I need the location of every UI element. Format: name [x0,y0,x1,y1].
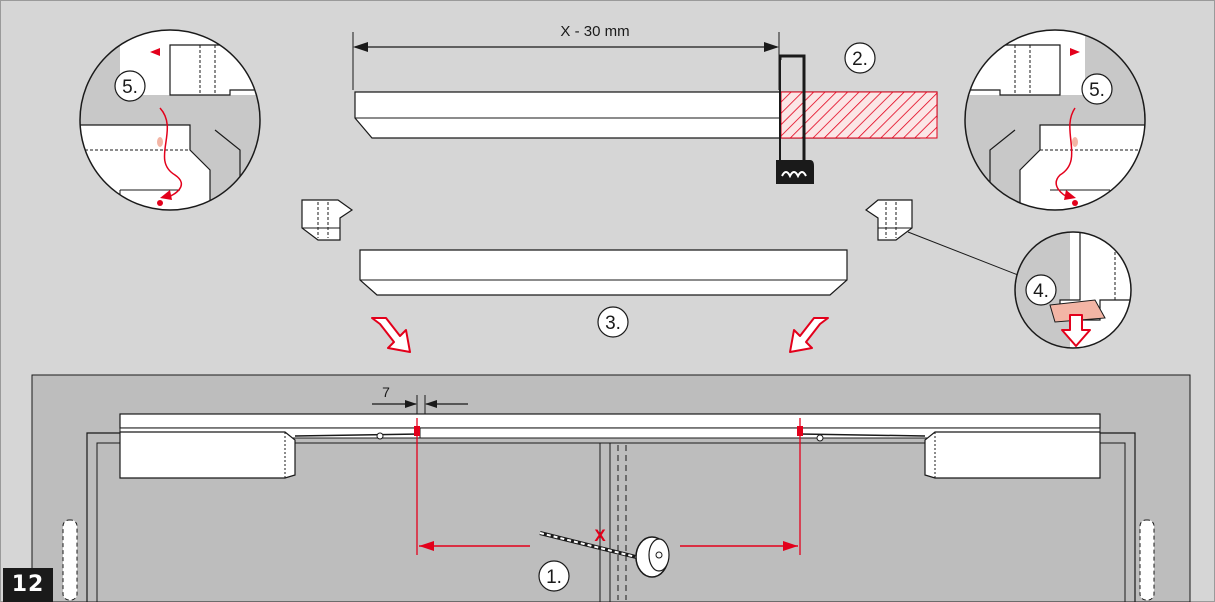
measure-x-label: X [594,526,606,545]
step-3-marker: 3. [597,306,629,338]
hinge-left [62,519,78,601]
gap-label: 7 [382,384,390,400]
detail-4-leader [907,231,1019,276]
svg-text:1.: 1. [546,567,562,588]
figure-number-badge: 12 [3,568,53,602]
detail-4: 4. [1014,231,1132,349]
cut-dimension: X - 30 mm [352,21,780,90]
end-cap-left [301,199,354,241]
cut-length-label: X - 30 mm [560,23,629,40]
end-cap-right [864,199,913,241]
svg-text:5.: 5. [122,77,138,98]
step-2-marker: 2. [844,42,876,74]
svg-text:5.: 5. [1089,80,1105,101]
svg-text:4.: 4. [1033,281,1049,302]
hinge-right [1139,519,1155,601]
cover-profile-bottom [359,249,848,296]
tape-measure-icon [539,531,670,578]
arrow-down-right-icon [789,317,829,353]
door-closer-left [119,431,296,479]
svg-text:2.: 2. [852,49,868,70]
gap-dimension: 7 [372,384,468,414]
cut-off-section [780,91,938,139]
arrow-down-left-icon [371,317,411,353]
detail-5-left: 5. [79,29,261,211]
saw-icon [776,54,814,184]
step-1-marker [538,560,570,592]
installation-view: X 1. 7 [31,374,1191,602]
svg-text:3.: 3. [605,313,621,334]
door-closer-right [924,431,1101,479]
detail-5-right: 5. [964,29,1146,211]
cover-profile-top [354,91,938,139]
